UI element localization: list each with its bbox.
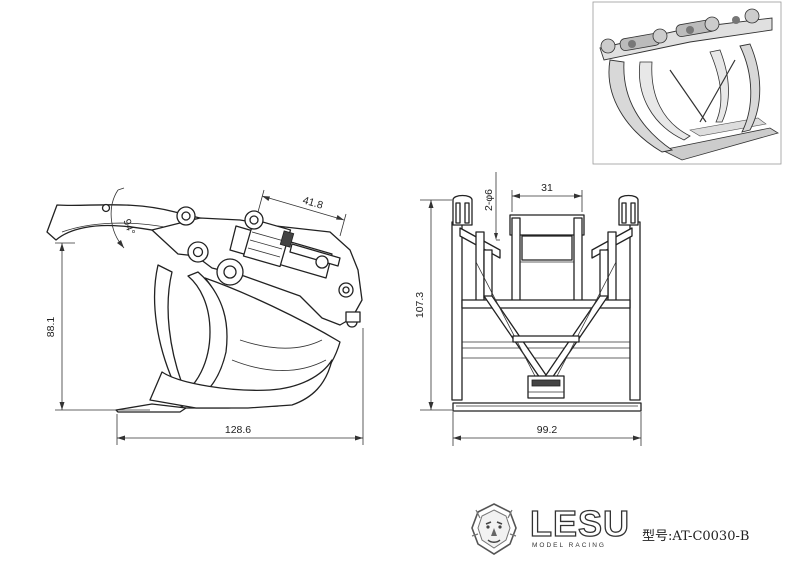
brand-name: LESU	[529, 503, 631, 544]
dimension-side-height: 88.1	[45, 242, 150, 411]
dim-front-holes-label: 2-φ6	[483, 189, 495, 211]
dimension-front-holes: 2-φ6	[483, 172, 500, 241]
side-view: 128.6 88.1 41.8 94°	[45, 187, 364, 445]
brand-subtitle: MODEL RACING	[532, 542, 606, 549]
front-view: 31 2-φ6 107.3 99.2	[414, 172, 642, 446]
dimension-side-angle: 94°	[110, 187, 137, 249]
dimension-front-top: 31	[511, 182, 583, 212]
dim-side-angle-label: 94°	[120, 217, 137, 236]
brand-block: LESU MODEL RACING 型号:AT-C0030-B	[466, 500, 776, 556]
dimension-front-height: 107.3	[414, 199, 452, 411]
dim-side-height-label: 88.1	[45, 317, 57, 338]
dimension-side-top: 41.8	[257, 189, 347, 237]
iso-render-grapple	[599, 8, 779, 161]
lion-head-icon	[471, 503, 517, 555]
dim-side-width-label: 128.6	[225, 424, 251, 436]
dim-front-top-label: 31	[541, 182, 553, 194]
dim-front-width-label: 99.2	[537, 424, 558, 436]
dim-side-top-label: 41.8	[301, 195, 324, 212]
dimension-side-width: 128.6	[116, 328, 364, 445]
dimension-front-width: 99.2	[452, 412, 642, 446]
model-number: 型号:AT-C0030-B	[642, 529, 750, 544]
iso-render-panel	[592, 1, 782, 165]
dim-front-height-label: 107.3	[414, 292, 426, 318]
